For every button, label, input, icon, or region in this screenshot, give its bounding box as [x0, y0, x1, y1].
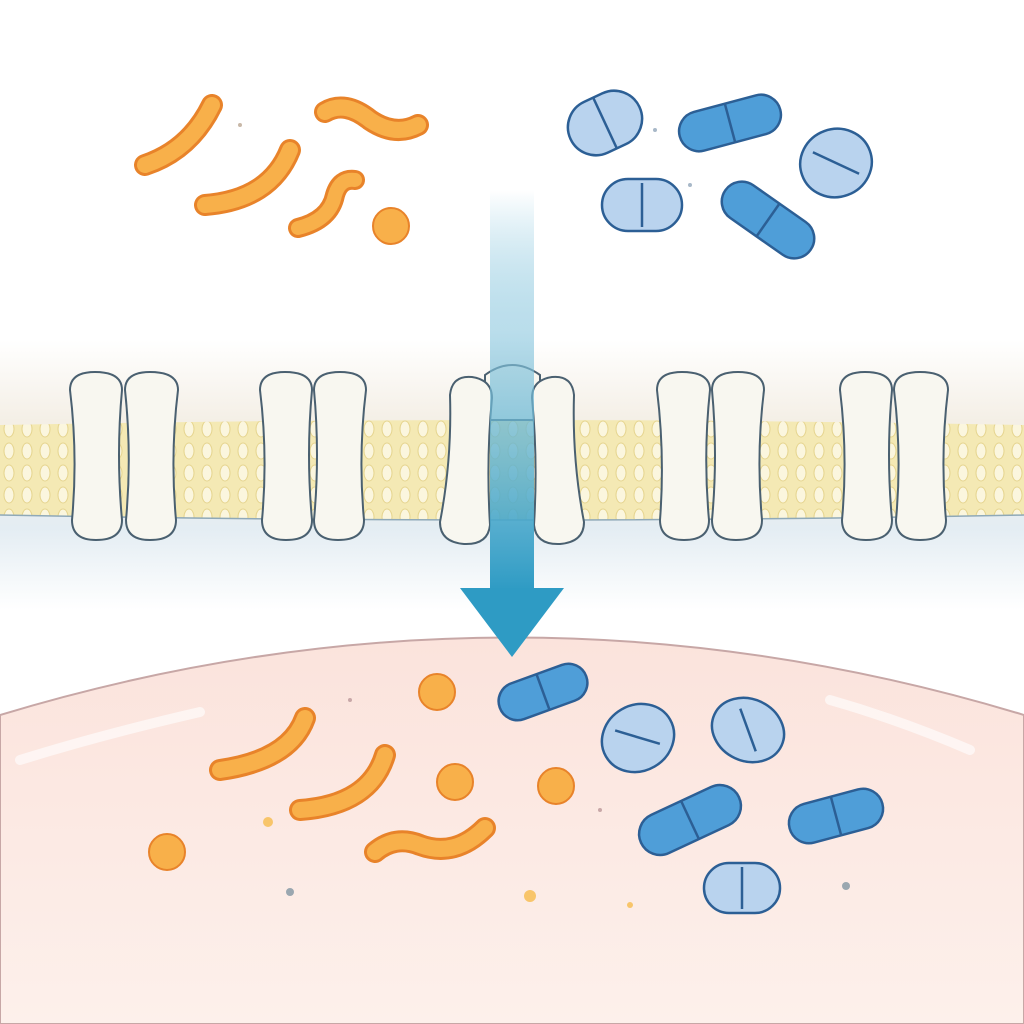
orange-molecule-icon: [372, 207, 410, 245]
blue-pill-icon: [702, 861, 782, 915]
down-arrow-icon: [460, 190, 564, 657]
blue-pill-icon: [497, 662, 589, 722]
blue-pill-icon: [677, 93, 783, 153]
orange-molecule-icon: [418, 673, 456, 711]
membrane-channel-icon: [838, 370, 950, 542]
blue-pill-icon: [787, 787, 885, 845]
orange-molecule-icon: [288, 169, 365, 238]
orange-molecule-icon: [148, 833, 186, 871]
orange-molecule-icon: [194, 139, 301, 216]
membrane-channel-icon: [68, 370, 180, 542]
membrane-channel-icon: [655, 370, 766, 542]
blue-pill-icon: [720, 180, 816, 260]
particle-specks: [238, 123, 850, 908]
blue-pill-icon: [710, 696, 786, 764]
blue-pill-icon: [600, 702, 676, 774]
membrane-channel-icon: [258, 370, 368, 542]
orange-molecule-icon: [364, 817, 496, 863]
orange-molecule-icon: [537, 767, 575, 805]
orange-molecule-icon: [134, 94, 223, 176]
orange-molecule-icon: [289, 744, 396, 821]
blue-pill-icon: [798, 127, 874, 199]
orange-molecule-icon: [314, 96, 429, 141]
orange-molecule-icon: [436, 763, 474, 801]
blue-pill-icon: [600, 177, 684, 233]
orange-molecule-icon: [209, 707, 316, 781]
blue-pill-icon: [637, 783, 743, 857]
blue-pill-icon: [566, 89, 644, 157]
